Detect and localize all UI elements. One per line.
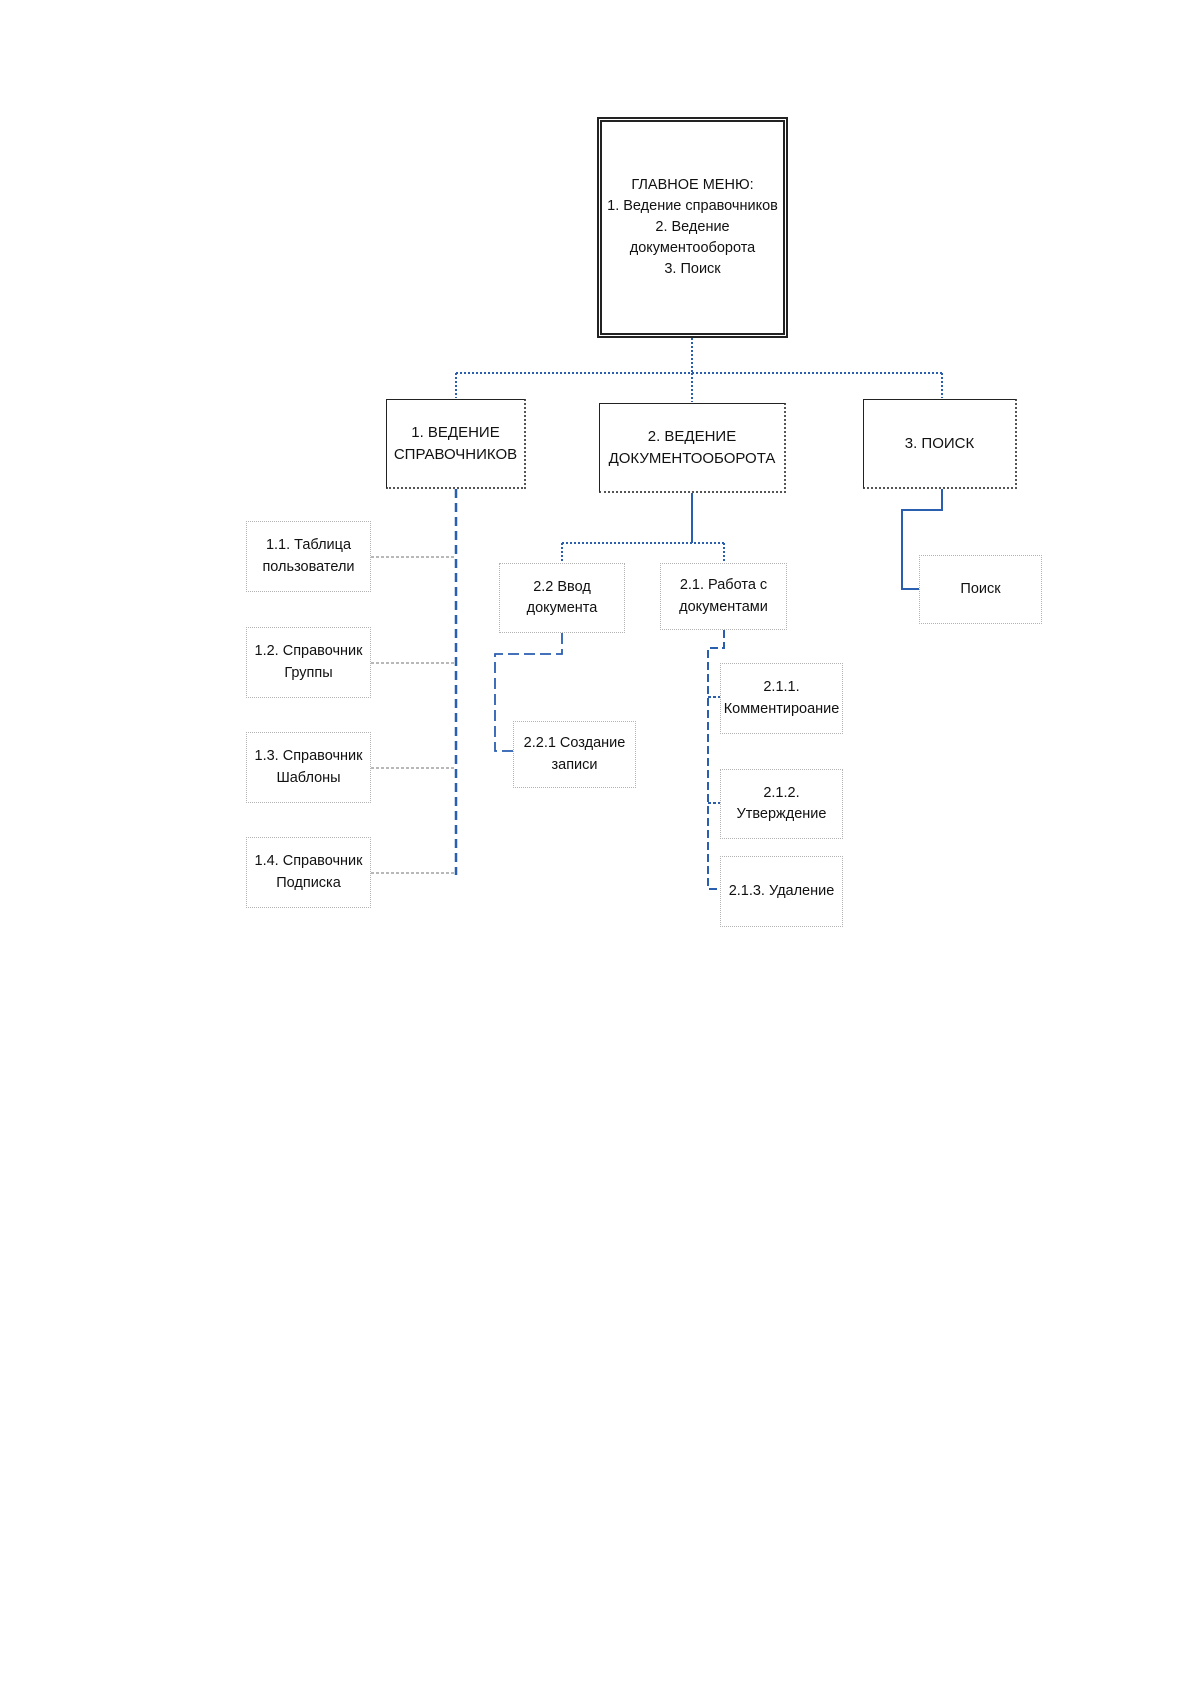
- main-menu-box: ГЛАВНОЕ МЕНЮ: 1. Ведение справочников 2.…: [597, 117, 788, 338]
- subscription-directory-label: 1.4. Справочник Подписка: [254, 853, 363, 891]
- search-label: Поиск: [960, 580, 1001, 597]
- section-directories-box: 1. ВЕДЕНИЕ СПРАВОЧНИКОВ: [386, 399, 526, 489]
- templates-directory-box: 1.3. Справочник Шаблоны: [246, 732, 371, 803]
- work-documents-connector: [707, 630, 725, 890]
- main-to-sections-connector: [455, 338, 943, 402]
- section-search-title: 3. ПОИСК: [904, 434, 975, 452]
- input-document-box: 2.2 Ввод документа: [499, 563, 625, 633]
- section-3-connector: [901, 489, 943, 590]
- groups-directory-box: 1.2. Справочник Группы: [246, 627, 371, 698]
- main-menu-text: ГЛАВНОЕ МЕНЮ: 1. Ведение справочников 2.…: [607, 176, 778, 278]
- commenting-box: 2.1.1. Комментироание: [720, 663, 843, 734]
- search-box: Поиск: [919, 555, 1042, 624]
- templates-directory-label: 1.3. Справочник Шаблоны: [254, 748, 363, 786]
- approval-box: 2.1.2. Утверждение: [720, 769, 843, 839]
- work-documents-label: 2.1. Работа с документами: [679, 577, 768, 615]
- work-documents-box: 2.1. Работа с документами: [660, 563, 787, 630]
- approval-label: 2.1.2. Утверждение: [736, 784, 827, 822]
- section-1-connector: [371, 489, 458, 875]
- section-directories-title: 1. ВЕДЕНИЕ СПРАВОЧНИКОВ: [393, 423, 518, 463]
- groups-directory-label: 1.2. Справочник Группы: [254, 643, 363, 681]
- section-2-connector: [561, 493, 725, 563]
- create-record-box: 2.2.1 Создание записи: [513, 721, 636, 788]
- section-document-flow-title: 2. ВЕДЕНИЕ ДОКУМЕНТООБОРОТА: [608, 427, 776, 467]
- input-document-label: 2.2 Ввод документа: [526, 578, 598, 616]
- section-search-box: 3. ПОИСК: [863, 399, 1017, 489]
- commenting-label: 2.1.1. Комментироание: [723, 679, 840, 717]
- users-table-box: 1.1. Таблица пользователи: [246, 521, 371, 592]
- create-record-label: 2.2.1 Создание записи: [523, 735, 626, 773]
- section-document-flow-box: 2. ВЕДЕНИЕ ДОКУМЕНТООБОРОТА: [599, 403, 786, 493]
- users-table-label: 1.1. Таблица пользователи: [262, 537, 355, 575]
- subscription-directory-box: 1.4. Справочник Подписка: [246, 837, 371, 908]
- input-document-connector: [494, 633, 563, 752]
- deletion-box: 2.1.3. Удаление: [720, 856, 843, 927]
- deletion-label: 2.1.3. Удаление: [728, 882, 835, 899]
